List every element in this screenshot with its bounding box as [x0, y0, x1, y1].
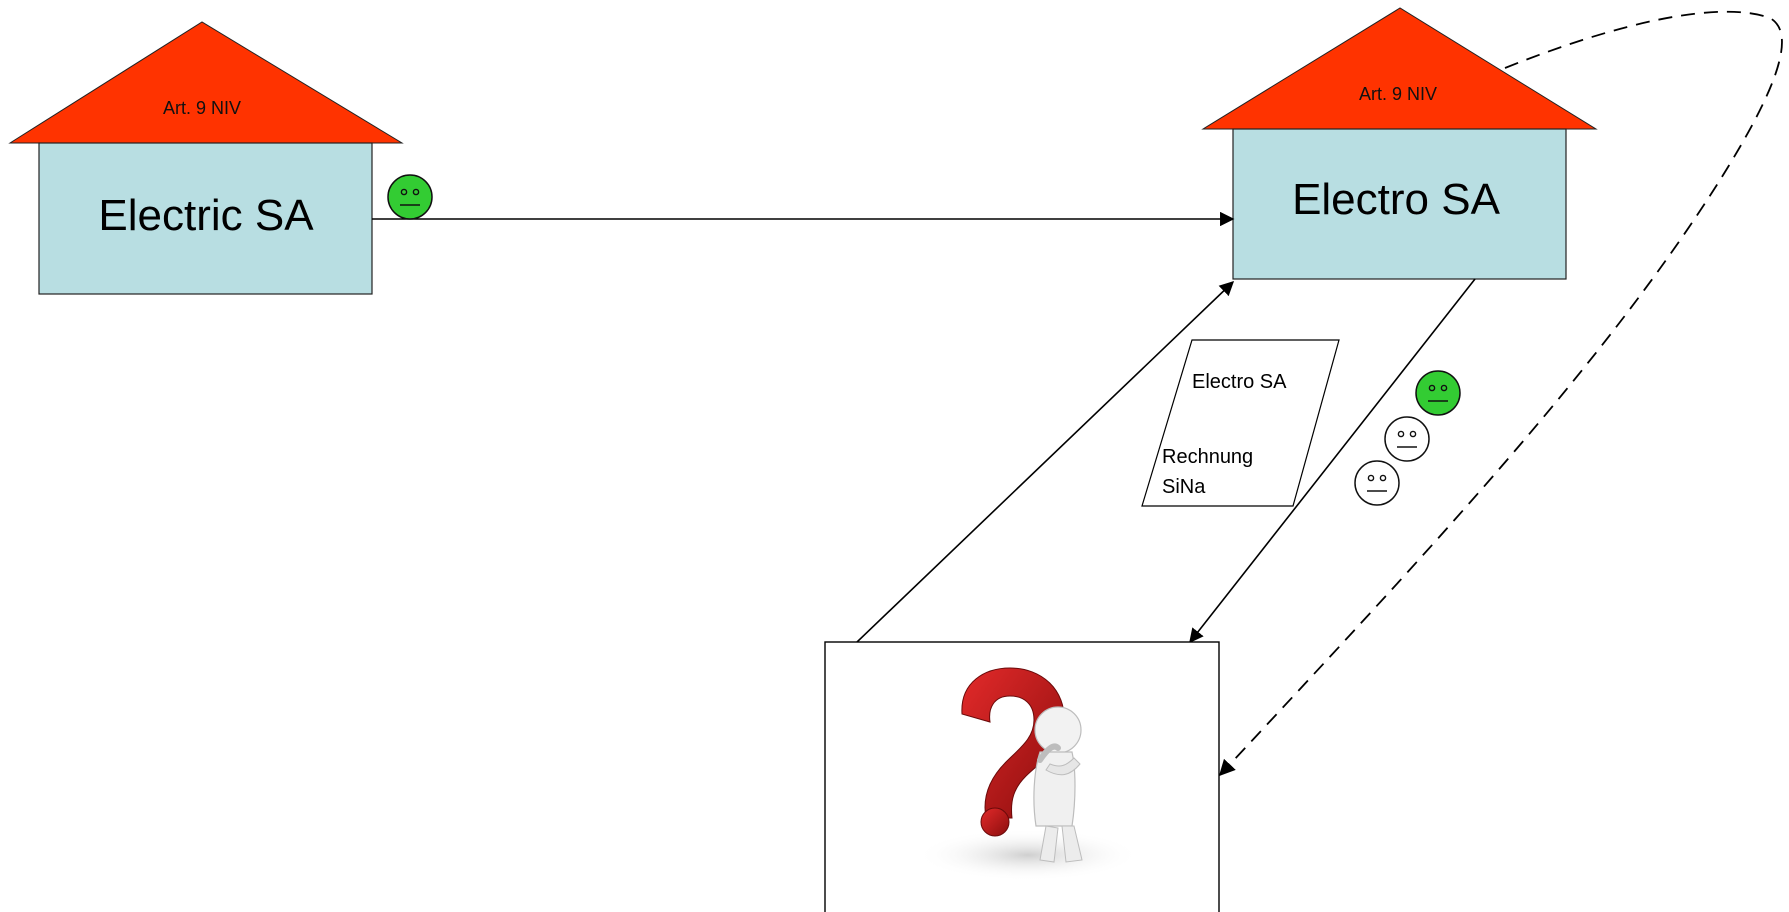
dashed-return-arrow [1218, 10, 1783, 777]
house-electro-sa: Art. 9 NIV Electro SA [1201, 7, 1598, 280]
roof-label: Art. 9 NIV [1359, 84, 1437, 104]
neutral-face-icon [387, 174, 433, 220]
invoice-line-2: SiNa [1162, 476, 1206, 498]
neutral-face-icon [1415, 370, 1461, 416]
question-mark-person-icon [916, 667, 1140, 881]
house-body [38, 142, 373, 295]
arrow-customer-to-electro [856, 281, 1235, 643]
neutral-face-icon [1384, 416, 1430, 462]
house-electric-sa: Art. 9 NIV Electric SA [8, 21, 404, 295]
invoice-line-1: Rechnung [1162, 446, 1253, 468]
house-name: Electro SA [1292, 175, 1501, 224]
house-roof [8, 21, 404, 144]
house-name: Electric SA [98, 191, 314, 240]
neutral-face-icon [1354, 460, 1400, 506]
roof-label: Art. 9 NIV [163, 98, 241, 118]
invoice-shape [1141, 339, 1340, 507]
invoice-document: Electro SA Rechnung SiNa [1141, 339, 1340, 507]
house-roof [1201, 7, 1598, 130]
invoice-issuer: Electro SA [1192, 371, 1287, 393]
house-body [1232, 128, 1567, 280]
arrow-electro-to-customer [1189, 278, 1476, 644]
customer-box [824, 641, 1220, 912]
